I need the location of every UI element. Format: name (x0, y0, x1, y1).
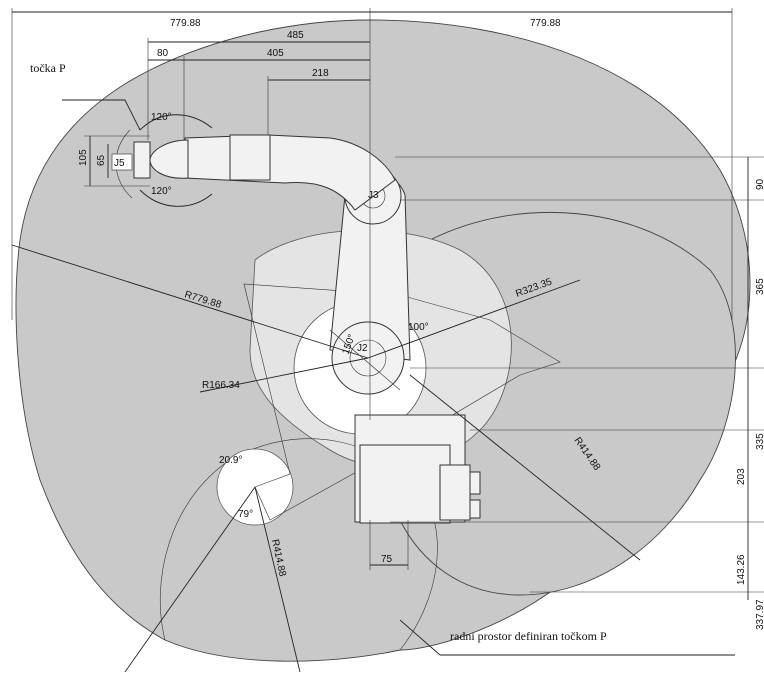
wrist-arc-bottom (139, 189, 213, 207)
connector-2 (469, 499, 481, 519)
dim-75: 75 (381, 554, 393, 565)
dim-218: 218 (312, 68, 329, 79)
radius-line-lower-left (124, 486, 256, 673)
dim-779-right: 779.88 (530, 18, 561, 29)
dim-143: 143.26 (736, 554, 747, 585)
tocka-p-leader-2 (124, 99, 141, 131)
dim-203: 203 (736, 468, 747, 485)
angle-120-top: 120° (151, 112, 172, 123)
tocka-p-label: točka P (30, 61, 66, 75)
dim-90: 90 (755, 178, 764, 190)
dim-337: 337.97 (755, 599, 764, 630)
j3-label: J3 (368, 190, 379, 201)
angle-120-bottom: 120° (151, 186, 172, 197)
wrist-arc-top (139, 114, 213, 131)
connector-block (439, 464, 471, 521)
dim-405: 405 (267, 48, 284, 59)
dim-779-left: 779.88 (170, 18, 201, 29)
radius-line-414-bottom (254, 486, 301, 673)
radius-line-323 (367, 279, 581, 359)
j2-label: J2 (357, 343, 368, 354)
connector-1 (469, 471, 481, 495)
j2-joint-inner (349, 339, 387, 377)
angle-100: 100° (408, 322, 429, 333)
j5-label: J5 (114, 158, 125, 169)
dim-485: 485 (287, 30, 304, 41)
radius-line-166 (199, 357, 369, 393)
dim-65: 65 (96, 154, 107, 166)
upper-arm-box (229, 134, 271, 181)
dim-105: 105 (78, 149, 89, 166)
workspace-label: radni prostor definiran točkom P (450, 629, 607, 643)
radius-line-outer (11, 244, 369, 359)
j5-marker-box (111, 153, 133, 171)
angle-20-9: 20.9° (219, 455, 242, 466)
j2-cross-line (329, 329, 401, 391)
dim-80: 80 (157, 48, 169, 59)
lower-left-lobe (159, 438, 438, 651)
angle-79: 79° (238, 509, 253, 520)
dim-335: 335 (755, 433, 764, 450)
tool-flange (133, 141, 151, 179)
radius-line-414-right (409, 374, 641, 561)
dim-365: 365 (755, 278, 764, 295)
workspace-leader-1 (399, 619, 441, 656)
robot-base-lower (359, 444, 451, 524)
radius-166-label: R166.34 (202, 380, 240, 391)
